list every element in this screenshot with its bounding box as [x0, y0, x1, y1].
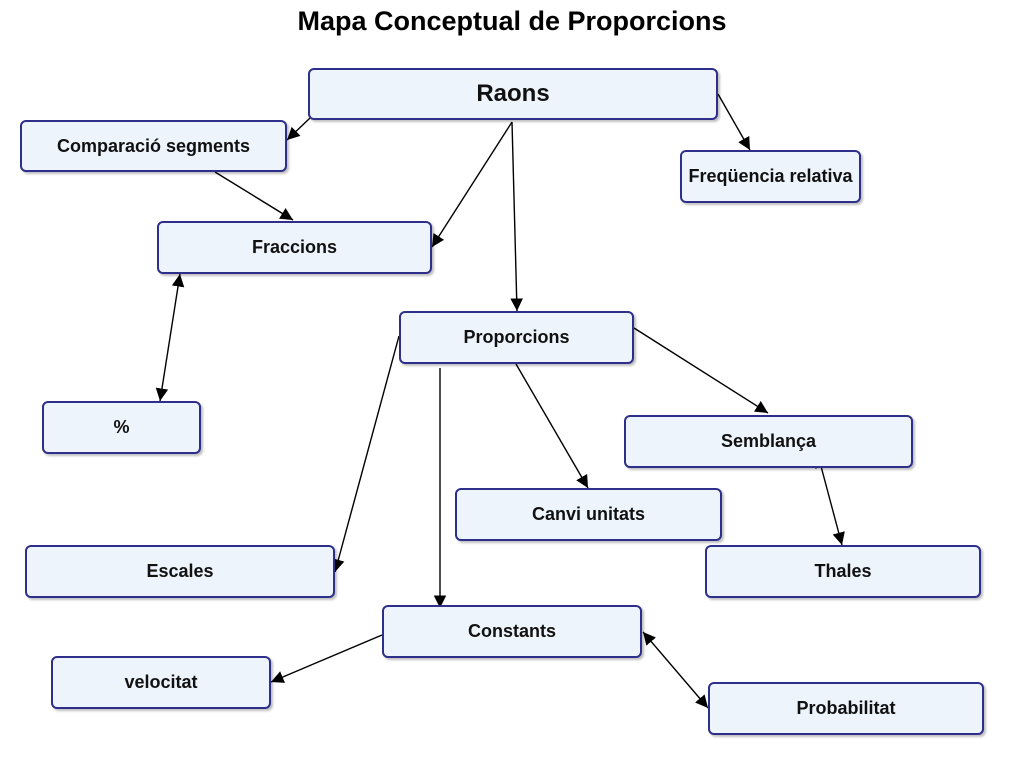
- node-constants: Constants: [382, 605, 642, 658]
- node-semblanca: Semblança: [624, 415, 913, 468]
- arrow-raons-to-frequencia: [717, 93, 751, 151]
- arrow-semblanca-to-thales: [815, 454, 845, 546]
- node-raons: Raons: [308, 68, 718, 120]
- node-comparacio-segments: Comparació segments: [20, 120, 287, 172]
- arrow-raons-to-comparacio: [286, 117, 311, 141]
- node-thales: Thales: [705, 545, 981, 598]
- arrow-fraccions-to-percent: [155, 273, 185, 402]
- diagram-title: Mapa Conceptual de Proporcions: [297, 6, 727, 36]
- arrow-constants-to-velocitat: [270, 634, 383, 683]
- arrow-raons-to-proporcions: [510, 121, 523, 312]
- arrow-proporcions-to-canvi: [515, 363, 589, 489]
- node-proporcions: Proporcions: [399, 311, 634, 364]
- node-velocitat: velocitat: [51, 656, 271, 709]
- arrow-constants-to-probabilitat: [642, 631, 709, 709]
- node-escales: Escales: [25, 545, 335, 598]
- arrow-comparacio-to-fraccions: [214, 171, 294, 221]
- node-fraccions: Fraccions: [157, 221, 432, 274]
- arrow-raons-to-fraccions: [431, 121, 513, 248]
- node-canvi-unitats: Canvi unitats: [455, 488, 722, 541]
- node-percent: %: [42, 401, 201, 454]
- arrow-proporcions-to-escales: [332, 335, 400, 573]
- arrow-proporcions-to-semblanca: [633, 327, 769, 414]
- node-probabilitat: Probabilitat: [708, 682, 984, 735]
- node-frequencia-relativa: Freqüencia relativa: [680, 150, 861, 203]
